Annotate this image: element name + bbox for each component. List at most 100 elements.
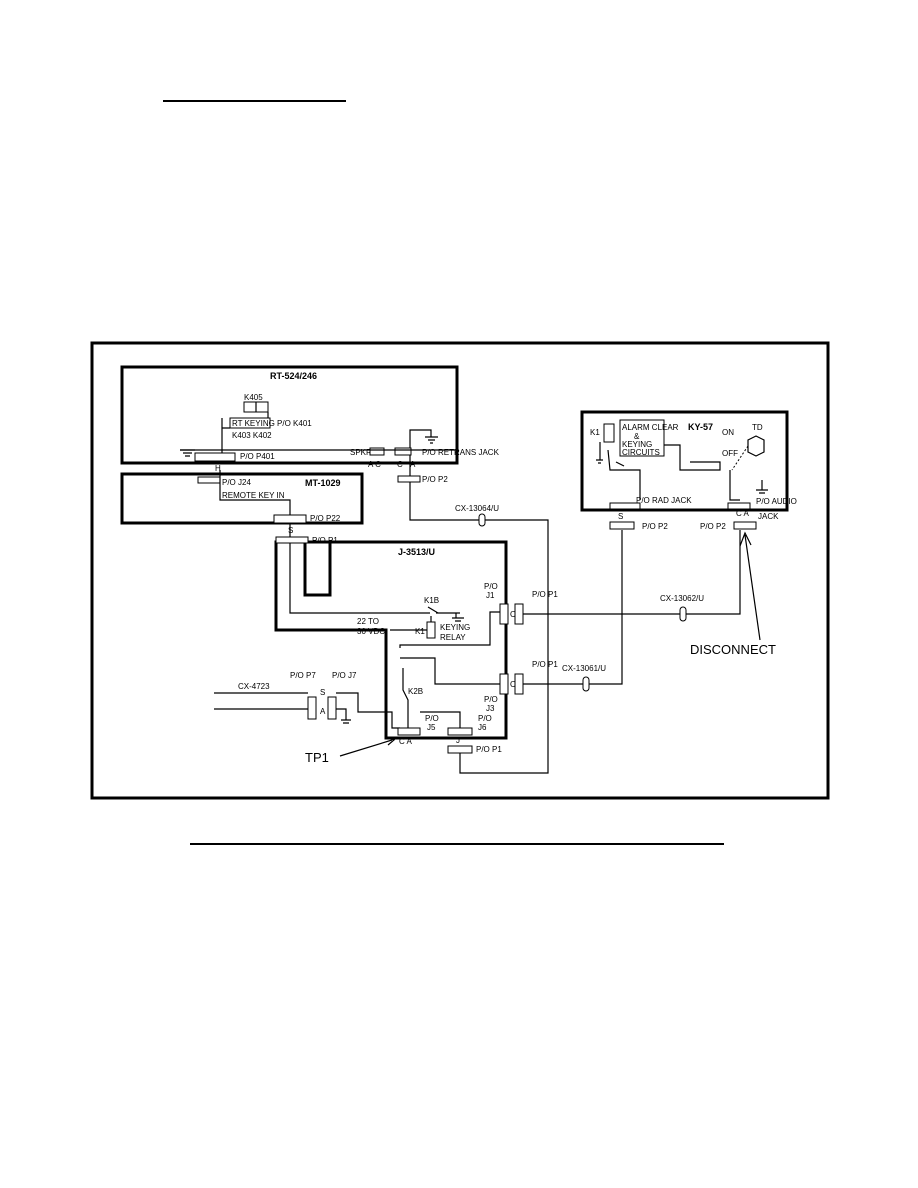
p2-top-connector: [397, 475, 421, 483]
amp-label: &: [634, 432, 640, 441]
alarm-box: [619, 419, 665, 457]
j5-num-label: J5: [427, 723, 436, 732]
rt-keying-box: [229, 417, 271, 429]
cx13061-label: CX-13061/U: [562, 664, 606, 673]
rt-unit-box: [120, 365, 459, 465]
jbox-notch: [303, 542, 332, 597]
remote-key-label: REMOTE KEY IN: [222, 491, 285, 500]
cx13062-label: CX-13062/U: [660, 594, 704, 603]
j1-c-label: C: [510, 610, 516, 619]
p22-connector: [273, 514, 307, 524]
circuits-label: CIRCUITS: [622, 448, 660, 457]
p22-label: P/O P22: [310, 514, 341, 523]
j6-po-label: P/O: [478, 714, 492, 723]
cx13061-ferrite: [582, 676, 590, 692]
j6-connector: [447, 727, 473, 736]
k2b-label: K2B: [408, 687, 423, 696]
audio-label: P/O AUDIO: [756, 497, 797, 506]
p401-connector: [194, 452, 236, 462]
jbox-title: J-3513/U: [398, 547, 435, 557]
off-label: OFF: [722, 449, 738, 458]
ky-unit-title: KY-57: [688, 422, 713, 432]
j3-po-label: P/O: [484, 695, 498, 704]
j7-a-label: A: [320, 707, 326, 716]
j1-po-label: P/O: [484, 582, 498, 591]
cx13062-ferrite: [679, 606, 687, 622]
switch-linkage: [731, 445, 749, 471]
cx13062-wire: [523, 530, 741, 615]
retrans-connector: [394, 447, 412, 456]
v22-label: 22 TO: [357, 617, 379, 626]
j5-po-label: P/O: [425, 714, 439, 723]
p7-label: P/O P7: [290, 671, 316, 680]
j1-p1-connector: [514, 603, 524, 625]
j3-connector: [499, 673, 509, 695]
retrans-label: P/O RETRANS JACK: [422, 448, 500, 457]
p1-bottom-connector: [447, 745, 473, 754]
j5-connector: [397, 727, 421, 736]
tp1-arrow: [339, 736, 396, 757]
p1-mt-connector: [275, 536, 309, 544]
audio-jack-connector: [727, 502, 751, 510]
audio-p2-label: P/O P2: [700, 522, 726, 531]
ky-k1-label: K1: [590, 428, 600, 437]
spkr-label: SPKR: [350, 448, 372, 457]
cx13061-wire: [523, 530, 623, 685]
bottom-rule: [190, 843, 724, 845]
h-pin-label: H: [215, 464, 221, 473]
v30-label: 30 VDC: [357, 627, 385, 636]
remote-key-wire: [219, 470, 291, 515]
rad-p2-connector: [609, 521, 635, 530]
ky-internal-wiring: [596, 442, 768, 501]
relay-feed-wire: [390, 616, 432, 631]
rad-p2-label: P/O P2: [642, 522, 668, 531]
audio-p2-connector: [733, 521, 757, 530]
rad-jack-connector: [609, 502, 641, 510]
jack-label: JACK: [758, 512, 779, 521]
j5-ca-label: C A: [399, 737, 413, 746]
p22-s-label: S: [288, 526, 293, 535]
cx13064-ferrite: [478, 513, 486, 527]
spkr-ac-label: A C: [368, 460, 381, 469]
rt-ground-symbol: [180, 449, 195, 457]
tp1-label: TP1: [305, 750, 329, 765]
rad-s-label: S: [618, 512, 623, 521]
cx13064-wire: [409, 455, 549, 774]
j24-label: P/O J24: [222, 478, 251, 487]
p1-bottom-label: P/O P1: [476, 745, 502, 754]
on-label: ON: [722, 428, 734, 437]
j3-p1-label: P/O P1: [532, 660, 558, 669]
spkr-connector: [369, 447, 385, 456]
retrans-a-label: A: [410, 460, 416, 469]
rad-jack-label: P/O RAD JACK: [636, 496, 692, 505]
audio-ca-label: C A: [736, 509, 750, 518]
alarm-clear-label: ALARM CLEAR: [622, 423, 679, 432]
p401-label: P/O P401: [240, 452, 275, 461]
relay-label: RELAY: [440, 633, 466, 642]
retrans-c-label: C: [397, 460, 403, 469]
k403-k402-label: K403 K402: [232, 431, 272, 440]
k2b-switch: [402, 668, 409, 728]
cx13064-label: CX-13064/U: [455, 504, 499, 513]
p7-connector: [307, 696, 317, 720]
j6-num-label: J6: [478, 723, 487, 732]
j3-c-label: C: [510, 680, 516, 689]
function-switch-knob: [747, 435, 765, 457]
rt-keying-label: RT KEYING P/O K401: [232, 419, 312, 428]
j5-j6-wire: [420, 711, 461, 728]
k1-coil: [426, 621, 436, 639]
j24-connector: [197, 476, 221, 484]
disconnect-arrow: [739, 531, 761, 641]
disconnect-label: DISCONNECT: [690, 642, 776, 657]
rt-internal-wiring: [221, 402, 269, 453]
rt-unit-title: RT-524/246: [270, 371, 317, 381]
j3-num-label: J3: [486, 704, 495, 713]
k1b-label: K1B: [424, 596, 439, 605]
rt-ground-symbol-2: [409, 429, 438, 448]
j1-connector: [499, 603, 509, 625]
keying-label: KEYING: [440, 623, 470, 632]
mt-unit-box: [120, 472, 364, 525]
j7-label: P/O J7: [332, 671, 357, 680]
cx4723-wiring: [214, 692, 400, 729]
